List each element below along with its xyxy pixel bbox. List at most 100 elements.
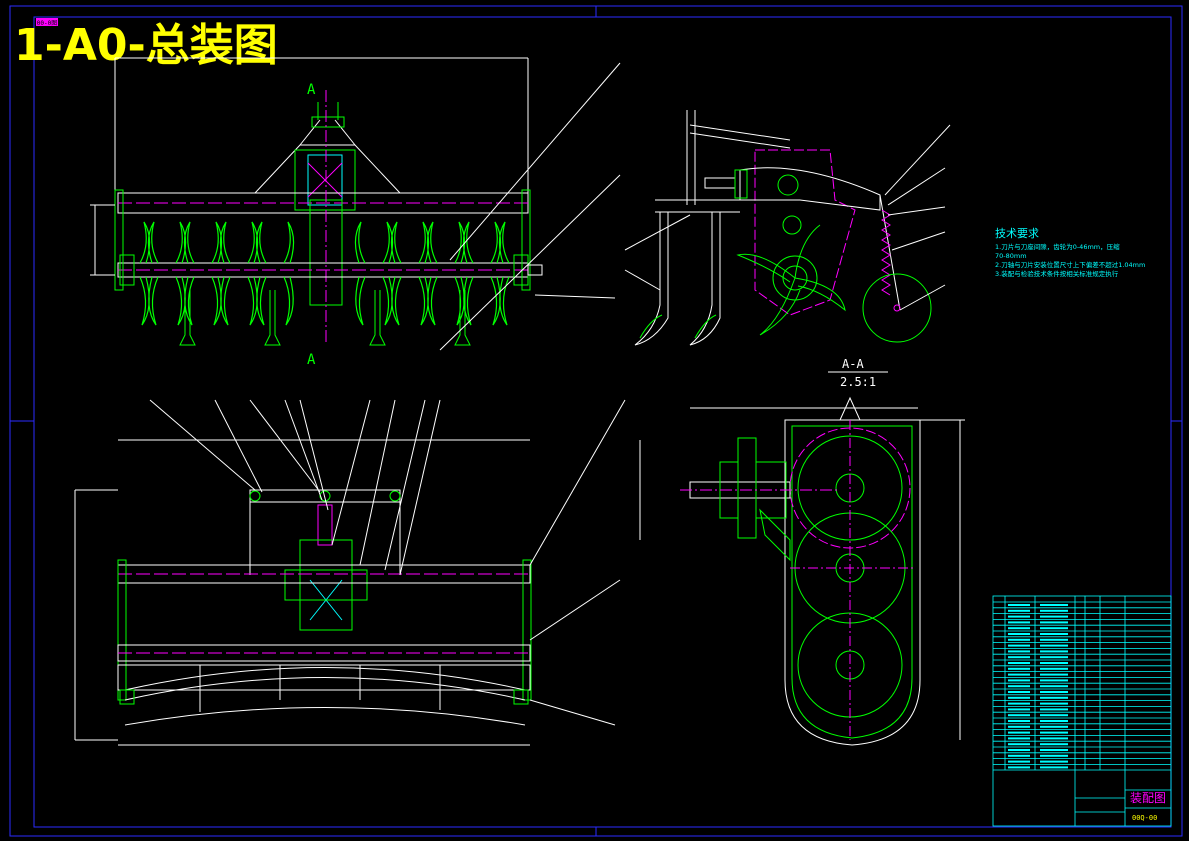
parts-list-entry-mark <box>1040 691 1068 693</box>
parts-list-entry-mark <box>1040 644 1068 647</box>
tech-requirements: 技术要求 1.刀片与刀座间隙，齿轮为0-46mm，压缩 70-80mm 2.刀轴… <box>995 227 1145 278</box>
rotor-blade <box>255 221 267 264</box>
parts-list-entry-mark <box>1008 766 1030 769</box>
header: 00-0图 1-A0-总装图 <box>14 18 278 71</box>
parts-list-entry-mark <box>1008 754 1030 757</box>
parts-list-entry-mark <box>1008 615 1030 618</box>
parts-list-entry-mark <box>1040 714 1068 717</box>
top-view <box>74 399 626 746</box>
parts-list-entry-mark <box>1008 644 1030 647</box>
side-view <box>624 110 951 346</box>
drawing-badge: 00-0图 <box>37 20 57 27</box>
parts-list-entry-mark <box>1040 609 1068 612</box>
rotor-blade <box>355 276 366 326</box>
tech-requirements-heading: 技术要求 <box>995 227 1039 240</box>
rotor-blade <box>283 276 294 326</box>
tech-line-3: 2.刀轴与刀片安装位置尺寸上下偏差不超过1.04mm <box>995 260 1145 269</box>
parts-list-entry-mark <box>1008 650 1030 653</box>
parts-list-entry-mark <box>1008 656 1030 659</box>
parts-list-entry-mark <box>1008 691 1030 693</box>
parts-list-entry-mark <box>1040 720 1068 722</box>
section-mark-bottom: A <box>307 352 316 368</box>
parts-list-entry-mark <box>1040 604 1068 606</box>
section-mark-top: A <box>307 82 316 98</box>
rotor-blade <box>498 221 510 264</box>
rotor-blade <box>462 221 474 264</box>
rotor-blade <box>283 221 295 264</box>
parts-list-entry-mark <box>1040 667 1068 670</box>
rotor-blade <box>426 221 438 264</box>
parts-list-entry-mark <box>1040 673 1068 676</box>
parts-list-entry-mark <box>1008 731 1030 734</box>
parts-list-entry-mark <box>1008 667 1030 670</box>
parts-list-entry-mark <box>1008 708 1030 711</box>
parts-list-entry-mark <box>1008 702 1030 705</box>
parts-list-entry-mark <box>1008 696 1030 699</box>
badge-box <box>36 18 58 26</box>
parts-list-entry-mark <box>1040 627 1068 630</box>
parts-list-entry-mark <box>1008 725 1030 728</box>
front-view <box>90 57 621 351</box>
parts-list-entry-mark <box>1008 633 1030 635</box>
tech-line-1: 1.刀片与刀座间隙，齿轮为0-46mm，压缩 <box>995 242 1120 251</box>
parts-list-entry-mark <box>1040 685 1068 688</box>
rotor-blade <box>391 276 402 326</box>
parts-list-entry-mark <box>1008 720 1030 722</box>
parts-list-entry-mark <box>1040 621 1068 624</box>
rotor-blade <box>148 276 159 326</box>
parts-list-entry-mark <box>1008 604 1030 606</box>
parts-list-entry-mark <box>1040 638 1068 641</box>
parts-list-entry-mark <box>1040 633 1068 635</box>
parts-list-entry-mark <box>1008 662 1030 664</box>
page-title: 1-A0-总装图 <box>14 20 278 71</box>
rotor-blade <box>219 221 231 264</box>
parts-list-entry-mark <box>1008 627 1030 630</box>
parts-list-entry-mark <box>1040 702 1068 705</box>
drawing-code: 00Q-00 <box>1132 814 1157 822</box>
parts-list-entry-mark <box>1040 737 1068 740</box>
drawing-name: 装配图 <box>1130 791 1166 805</box>
parts-list-entry-mark <box>1040 725 1068 728</box>
parts-list-entry-mark <box>1040 656 1068 659</box>
parts-list-entry-mark <box>1008 638 1030 641</box>
parts-list-entry-mark <box>1040 766 1068 769</box>
rotor-blade <box>256 276 267 326</box>
parts-list-entry-mark <box>1040 696 1068 699</box>
parts-list-entry-mark <box>1008 609 1030 612</box>
parts-list-entry-mark <box>1008 737 1030 740</box>
rotor-blade <box>499 276 510 326</box>
parts-list-entry-mark <box>1040 760 1068 763</box>
parts-list-entry-mark <box>1040 662 1068 664</box>
rotor-blade <box>183 221 195 264</box>
parts-list-entry-mark <box>1008 749 1030 751</box>
parts-list-entry-mark <box>1008 673 1030 676</box>
parts-list-entry-mark <box>1040 754 1068 757</box>
parts-list-entry-mark <box>1008 679 1030 682</box>
parts-list-entry-mark <box>1040 731 1068 734</box>
parts-list-entry-mark <box>1040 743 1068 746</box>
tech-line-2: 70-80mm <box>995 252 1027 260</box>
parts-list-entry-mark <box>1040 708 1068 711</box>
rotor-blade <box>220 276 231 326</box>
parts-list-entry-mark <box>1008 760 1030 763</box>
parts-list-entry-mark <box>1040 749 1068 751</box>
parts-list-entry-mark <box>1008 621 1030 624</box>
rotor-blade <box>390 221 402 264</box>
parts-list-entry-mark <box>1040 615 1068 618</box>
parts-list-entry-mark <box>1008 685 1030 688</box>
parts-list-entry-mark <box>1008 743 1030 746</box>
rotor-blade <box>427 276 438 326</box>
section-scale: 2.5:1 <box>840 375 876 389</box>
tech-line-4: 3.装配与检验技术条件按相关标准规定执行 <box>995 269 1119 278</box>
drawing-frame <box>9 5 1183 837</box>
rotor-blade <box>354 221 366 264</box>
parts-list-entry-mark <box>1040 650 1068 653</box>
section-title: A-A <box>842 357 864 371</box>
title-block <box>992 595 1172 827</box>
section-view <box>639 396 965 746</box>
parts-list-entry-mark <box>1040 679 1068 682</box>
rotor-blade <box>463 276 474 326</box>
parts-list-entry-mark <box>1008 714 1030 717</box>
